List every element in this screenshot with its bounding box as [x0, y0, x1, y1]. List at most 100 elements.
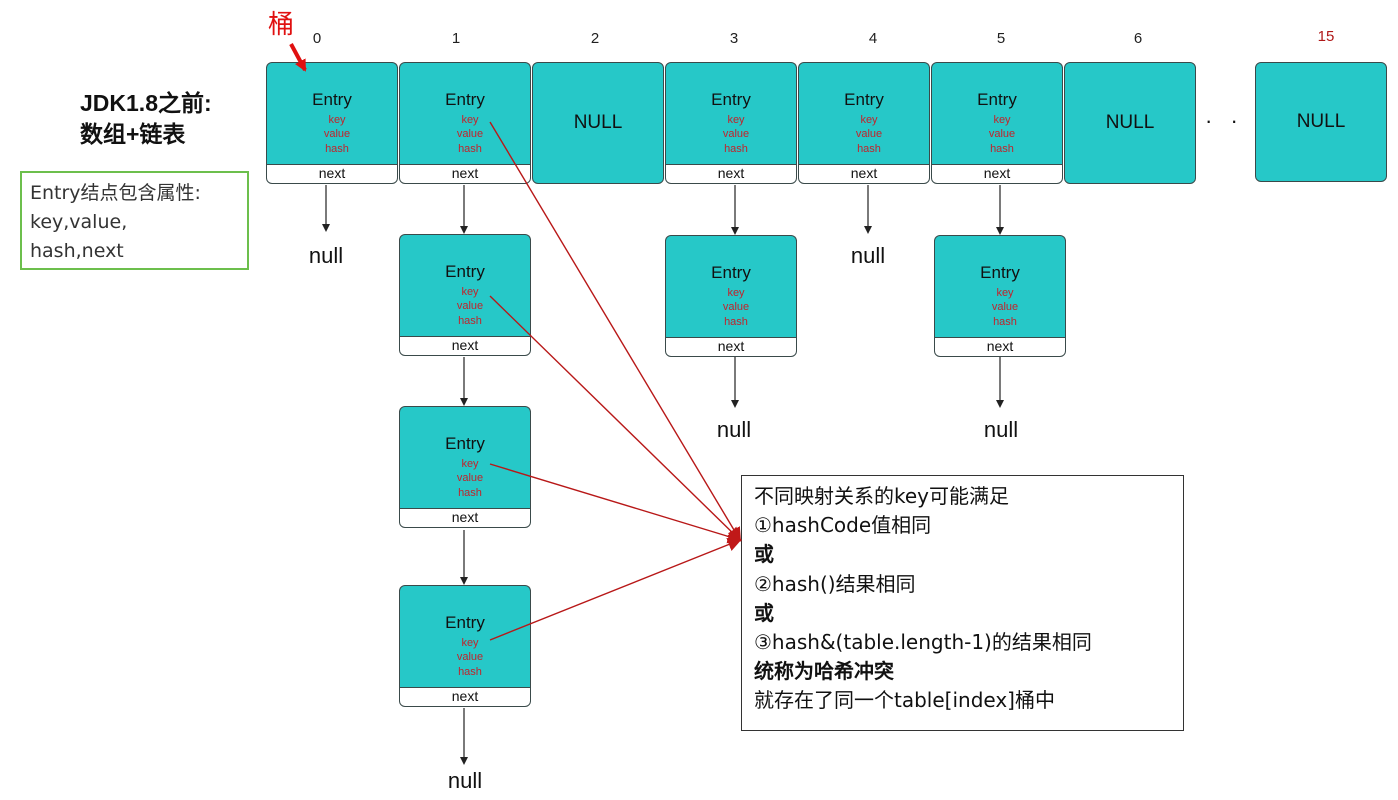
- bucket-6-null: NULL: [1064, 62, 1196, 184]
- attr-line-3: hash,next: [30, 240, 124, 262]
- note-line-5: 或: [754, 600, 774, 625]
- note-line-4: ②hash()结果相同: [754, 571, 916, 596]
- bucket-1-chain-entry-3: Entry key value hash next: [399, 406, 531, 528]
- entry-field-value: value: [456, 472, 484, 484]
- collision-arrow: [489, 463, 742, 544]
- note-line-6: ③hash&(table.length-1)的结果相同: [754, 630, 1092, 655]
- entry-field-key: key: [727, 114, 745, 126]
- entry-next-field: next: [665, 337, 797, 357]
- note-line-1: 不同映射关系的key可能满足: [754, 484, 1010, 508]
- entry-body: [266, 62, 398, 166]
- null-label-bucket-1: null: [447, 768, 483, 793]
- entry-body: [934, 235, 1066, 339]
- entry-field-hash: hash: [458, 315, 482, 327]
- index-label-0: 0: [312, 30, 322, 47]
- entry-next-field: next: [934, 337, 1066, 357]
- entry-field-value: value: [722, 128, 750, 140]
- entry-body: [665, 235, 797, 339]
- entry-field-value: value: [722, 301, 750, 313]
- entry-body: [931, 62, 1063, 166]
- bucket-label: 桶: [268, 9, 295, 39]
- page-title: JDK1.8之前: 数组+链表: [80, 88, 212, 150]
- index-label-6: 6: [1133, 30, 1143, 47]
- entry-name: Entry: [445, 434, 485, 453]
- entry-name: Entry: [312, 90, 352, 109]
- entry-field-key: key: [860, 114, 878, 126]
- entry-field-hash: hash: [724, 316, 748, 328]
- index-label-4: 4: [868, 30, 878, 47]
- entry-field-key: key: [461, 637, 479, 649]
- entry-field-value: value: [456, 128, 484, 140]
- note-line-3: 或: [754, 542, 774, 567]
- entry-body: [399, 406, 531, 510]
- note-line-8: 就存在了同一个table[index]桶中: [754, 688, 1055, 713]
- entry-body: [399, 62, 531, 166]
- bucket-0-entry: Entry key value hash next: [266, 62, 398, 184]
- entry-field-key: key: [461, 286, 479, 298]
- entry-next-field: next: [399, 336, 531, 356]
- entry-next-field: next: [931, 164, 1063, 184]
- entry-field-value: value: [855, 128, 883, 140]
- entry-field-key: key: [993, 114, 1011, 126]
- bucket-pointer-arrow: [289, 43, 307, 72]
- collision-arrow: [489, 121, 742, 542]
- index-label-3: 3: [729, 30, 739, 47]
- bucket-1-chain-entry-2: Entry key value hash next: [399, 234, 531, 356]
- entry-name: Entry: [445, 613, 485, 632]
- title-line-1: JDK1.8之前:: [80, 90, 212, 116]
- note-line-2: ①hashCode值相同: [754, 513, 932, 538]
- hash-collision-note: 不同映射关系的key可能满足 ①hashCode值相同 或 ②hash()结果相…: [741, 475, 1184, 731]
- bucket-1-entry: Entry key value hash next: [399, 62, 531, 184]
- entry-field-value: value: [456, 300, 484, 312]
- collision-arrow: [489, 537, 742, 641]
- entry-next-field: next: [399, 508, 531, 528]
- entry-field-hash: hash: [458, 143, 482, 155]
- collision-arrow: [489, 295, 742, 542]
- entry-field-hash: hash: [458, 487, 482, 499]
- entry-field-hash: hash: [458, 666, 482, 678]
- entry-field-key: key: [461, 114, 479, 126]
- entry-name: Entry: [711, 90, 751, 109]
- index-label-1: 1: [451, 30, 461, 47]
- entry-field-hash: hash: [993, 316, 1017, 328]
- index-label-2: 2: [590, 30, 600, 47]
- entry-name: Entry: [445, 90, 485, 109]
- ellipsis: · · ·: [1205, 108, 1270, 133]
- bucket-1-chain-entry-4: Entry key value hash next: [399, 585, 531, 707]
- attr-line-1: Entry结点包含属性:: [30, 182, 201, 204]
- entry-body: [399, 234, 531, 338]
- bucket-4-entry: Entry key value hash next: [798, 62, 930, 184]
- entry-field-key: key: [996, 287, 1014, 299]
- bucket-5-chain-entry-2: Entry key value hash next: [934, 235, 1066, 357]
- attr-line-2: key,value,: [30, 211, 128, 233]
- entry-field-value: value: [456, 651, 484, 663]
- entry-attributes-box: Entry结点包含属性: key,value, hash,next: [20, 171, 249, 270]
- entry-next-field: next: [399, 687, 531, 707]
- entry-field-value: value: [323, 128, 351, 140]
- null-label-bucket-0: null: [308, 243, 344, 268]
- entry-body: [665, 62, 797, 166]
- entry-field-key: key: [328, 114, 346, 126]
- index-label-15: 15: [1317, 28, 1335, 45]
- entry-name: Entry: [844, 90, 884, 109]
- entry-next-field: next: [798, 164, 930, 184]
- bucket-3-chain-entry-2: Entry key value hash next: [665, 235, 797, 357]
- entry-name: Entry: [980, 263, 1020, 282]
- entry-field-hash: hash: [724, 143, 748, 155]
- null-label-bucket-3: null: [716, 417, 752, 442]
- note-line-7: 统称为哈希冲突: [754, 659, 894, 684]
- entry-field-key: key: [461, 458, 479, 470]
- entry-field-hash: hash: [325, 143, 349, 155]
- bucket-2-null: NULL: [532, 62, 664, 184]
- entry-field-value: value: [988, 128, 1016, 140]
- bucket-15-null: NULL: [1255, 62, 1387, 182]
- entry-field-hash: hash: [990, 143, 1014, 155]
- entry-field-value: value: [991, 301, 1019, 313]
- null-label-bucket-4: null: [850, 243, 886, 268]
- entry-next-field: next: [266, 164, 398, 184]
- entry-next-field: next: [665, 164, 797, 184]
- entry-body: [798, 62, 930, 166]
- bucket-5-entry: Entry key value hash next: [931, 62, 1063, 184]
